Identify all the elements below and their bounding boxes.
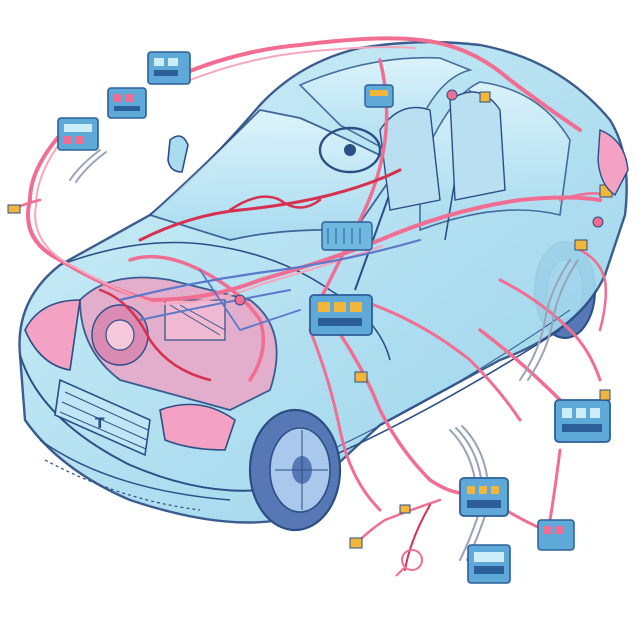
seats [379,91,506,211]
sensor-module [467,544,511,584]
engine-control-unit [309,294,373,336]
connector-icon [7,91,613,549]
front-wheel [248,408,342,532]
ground-ring-icon [395,549,423,577]
body-control-module [57,117,99,151]
side-mirror [167,135,189,173]
svg-text:T: T [95,416,105,432]
rear-junction-box [459,477,509,517]
tail-light [597,128,629,197]
relay-block [107,87,147,119]
steering-wheel [318,126,382,174]
rear-connector-module [537,519,575,551]
dash-module [321,221,373,251]
roof-module [364,84,394,108]
front-end: T [24,299,236,511]
fuse-box [147,51,191,85]
sensor-icon [234,89,604,306]
door-module [554,399,611,443]
